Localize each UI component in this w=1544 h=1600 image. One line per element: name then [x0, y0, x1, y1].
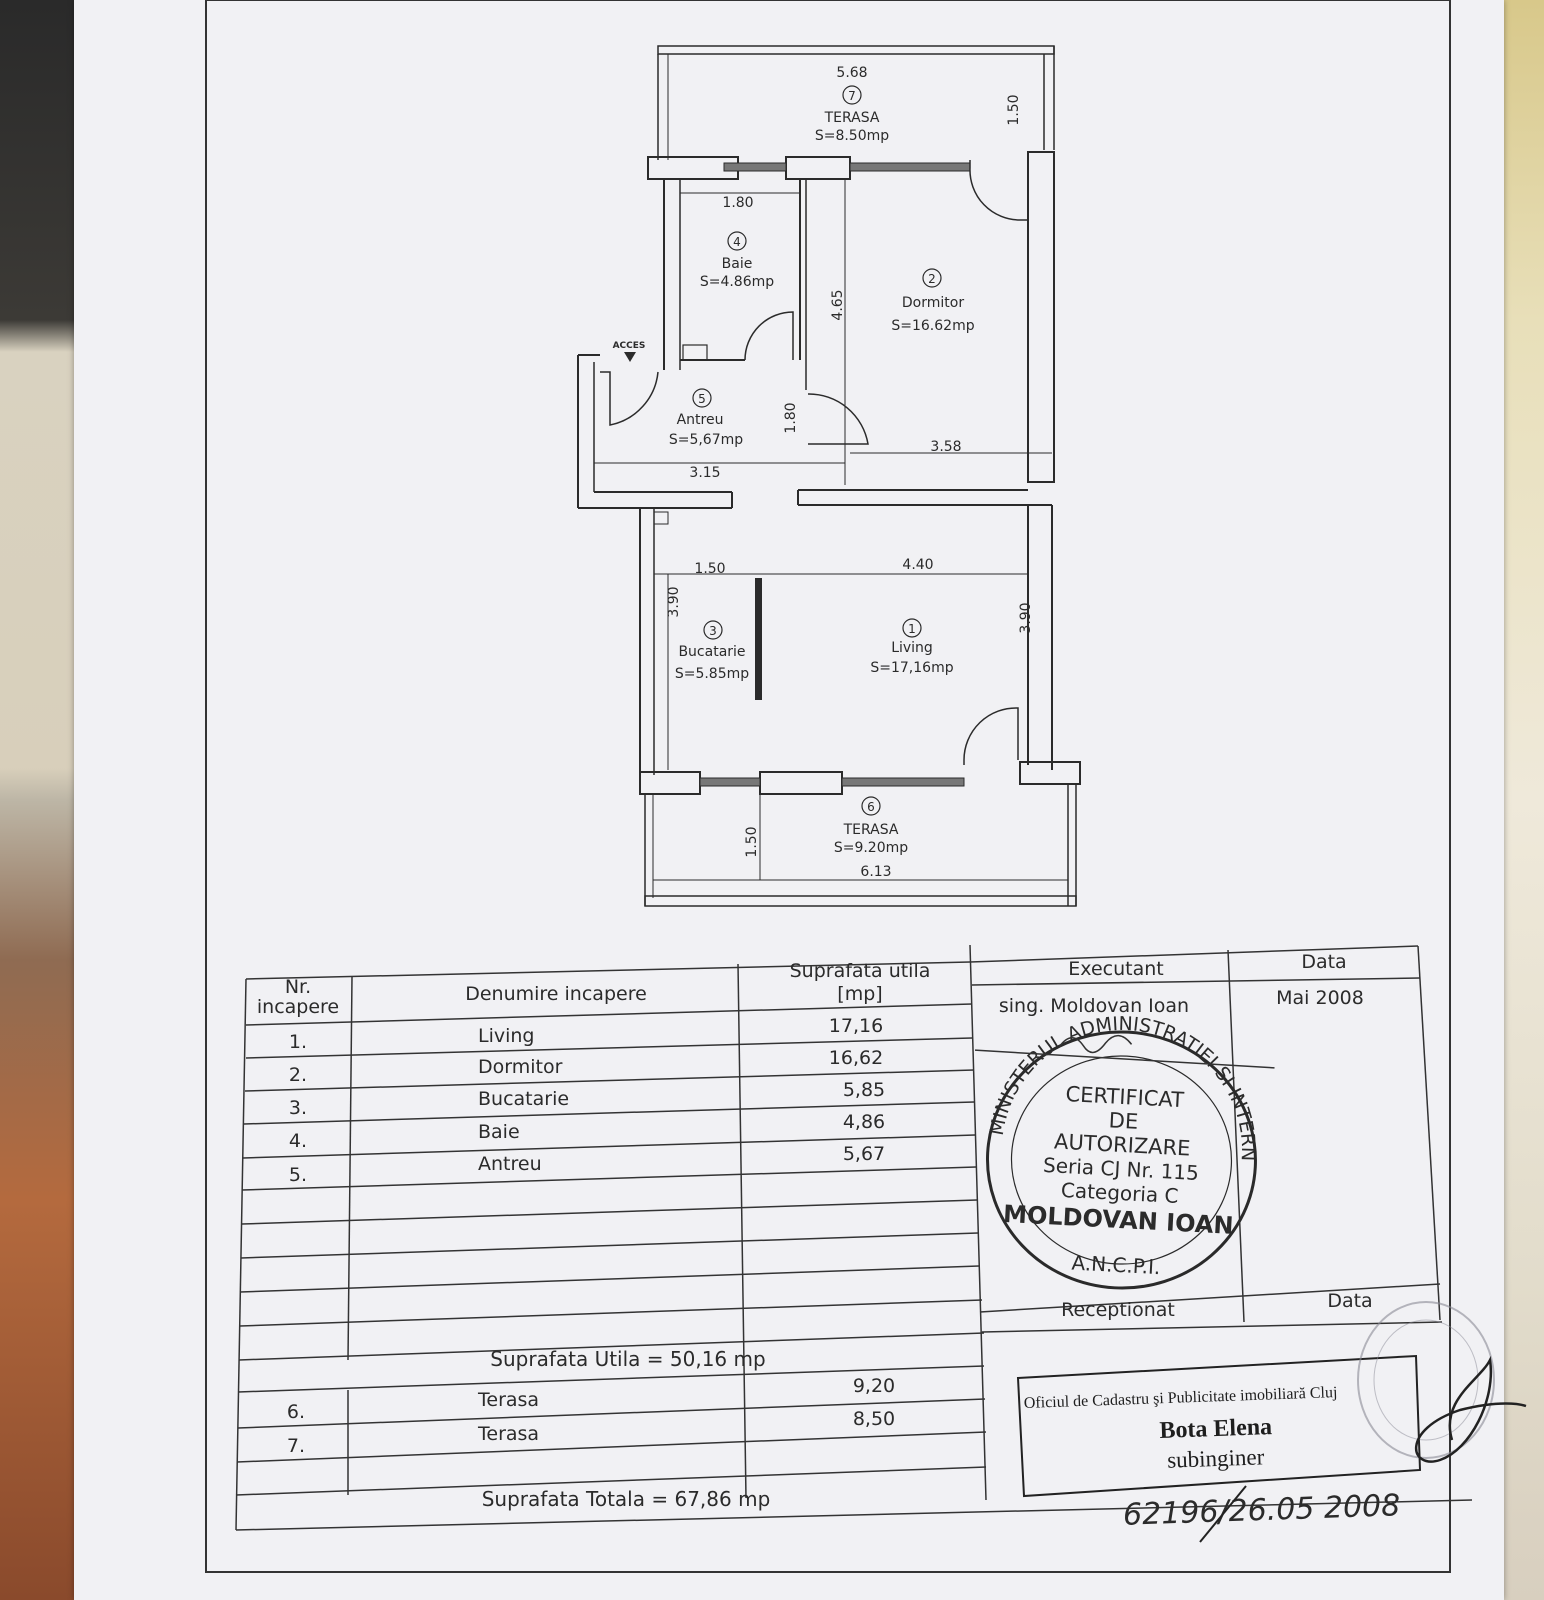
row5-name: Antreu: [478, 1153, 542, 1175]
lower-block-walls: [639, 505, 1081, 795]
document-sheet: [74, 0, 1504, 1600]
received-date-label: Data: [1327, 1290, 1372, 1312]
stamp-line-6: MOLDOVAN IOAN: [1002, 1200, 1234, 1240]
row2-name: Dormitor: [478, 1056, 563, 1078]
hall-walls: [577, 352, 869, 509]
row1-nr: 1.: [289, 1031, 307, 1053]
stamp-ring-text: MINISTERUL ADMINISTRATIEI SI INTERNELOR: [0, 0, 1320, 1162]
bathroom-name: Baie: [722, 256, 753, 272]
wall-right-upper: [1027, 151, 1055, 483]
row3-name: Bucatarie: [478, 1088, 569, 1110]
row4-nr: 4.: [289, 1130, 307, 1152]
living-number: 1: [908, 622, 916, 636]
table-text: Nr. incapere Denumire incapere Suprafata…: [257, 960, 931, 1511]
terrace-top-width: 5.68: [836, 65, 867, 81]
bedroom-depth: 4.65: [830, 289, 846, 320]
executant-block: [969, 945, 1443, 1333]
bedroom-width: 3.58: [930, 439, 961, 455]
living-area: S=17,16mp: [870, 660, 953, 676]
header-area-line2: [mp]: [837, 983, 882, 1005]
hall-area: S=5,67mp: [669, 432, 743, 448]
header-nr-line1: Nr.: [285, 976, 311, 998]
executant-name: sing. Moldovan Ioan: [999, 995, 1189, 1017]
row7-nr: 7.: [287, 1435, 305, 1457]
living-width: 4.40: [902, 557, 933, 573]
header-room-name: Denumire incapere: [465, 983, 647, 1005]
sheet-frame: [205, 0, 1451, 1573]
bathroom-number: 4: [733, 235, 741, 249]
row7-area: 8,50: [853, 1408, 895, 1430]
row2-area: 16,62: [829, 1047, 883, 1069]
executant-date-label: Data: [1301, 951, 1346, 973]
row6-area: 9,20: [853, 1375, 895, 1397]
terrace-top-name: TERASA: [824, 110, 880, 126]
plan-labels: 5.68 7 TERASA S=8.50mp 1.50 1.80 4 Baie …: [613, 65, 1034, 880]
header-nr-line2: incapere: [257, 996, 339, 1018]
bedroom-area: S=16.62mp: [891, 318, 974, 334]
row4-name: Baie: [478, 1121, 520, 1143]
hall-number: 5: [698, 392, 706, 406]
area-table: [235, 944, 1473, 1531]
row1-area: 17,16: [829, 1015, 883, 1037]
terrace-top-depth: 1.50: [1006, 94, 1022, 125]
floor-plan: [577, 45, 1081, 907]
stamp-line-2: DE: [1108, 1108, 1139, 1134]
terrace-top-number: 7: [848, 89, 856, 103]
window-bedroom: [849, 162, 971, 172]
kitchen-area: S=5.85mp: [675, 666, 749, 682]
row6-name: Terasa: [477, 1389, 539, 1411]
window-bath: [723, 162, 787, 172]
row6-nr: 6.: [287, 1401, 305, 1423]
ocpi-office: Oficiul de Cadastru şi Publicitate imobi…: [1024, 1384, 1338, 1412]
hall-depth: 1.80: [783, 402, 799, 433]
terrace-top: [657, 45, 1055, 160]
grand-total: Suprafata Totala = 67,86 mp: [482, 1487, 771, 1511]
access-label: ACCES: [613, 341, 646, 351]
kitchen-name: Bucatarie: [678, 644, 745, 660]
living-name: Living: [891, 640, 933, 656]
stamp-line-1: CERTIFICAT: [1065, 1082, 1185, 1112]
useful-area-total: Suprafata Utila = 50,16 mp: [490, 1347, 765, 1371]
terrace-bottom-area: S=9.20mp: [834, 840, 908, 856]
row1-name: Living: [478, 1025, 535, 1047]
row3-area: 5,85: [843, 1079, 885, 1101]
authorization-stamp: MINISTERUL ADMINISTRATIEI SI INTERNELOR …: [0, 0, 1320, 1290]
row7-name: Terasa: [477, 1423, 539, 1445]
row3-nr: 3.: [289, 1097, 307, 1119]
hall-width: 3.15: [689, 465, 720, 481]
terrace-bottom-name: TERASA: [843, 822, 899, 838]
living-depth: 3.90: [1018, 602, 1034, 633]
hall-name: Antreu: [677, 412, 724, 428]
kitchen-number: 3: [709, 624, 717, 638]
ocpi-name: Bota Elena: [1159, 1414, 1273, 1444]
terrace-bottom-number: 6: [867, 800, 875, 814]
kitchen-width: 1.50: [694, 561, 725, 577]
bedroom-name: Dormitor: [902, 295, 964, 311]
ocpi-title: subinginer: [1167, 1444, 1265, 1472]
terrace-bottom: [644, 784, 1077, 907]
row4-area: 4,86: [843, 1111, 885, 1133]
terrace-bottom-width: 6.13: [860, 864, 891, 880]
bedroom-number: 2: [928, 272, 936, 286]
executant-label: Executant: [1068, 958, 1163, 980]
terrace-bottom-depth: 1.50: [744, 826, 760, 857]
executant-text: Executant Data sing. Moldovan Ioan Mai 2…: [999, 951, 1373, 1321]
row2-nr: 2.: [289, 1064, 307, 1086]
received-label: Receptionat: [1061, 1299, 1175, 1321]
stamp-bottom: A.N.C.P.I.: [1071, 1251, 1161, 1280]
terrace-top-area: S=8.50mp: [815, 128, 889, 144]
row5-nr: 5.: [289, 1164, 307, 1186]
header-area-line1: Suprafata utila: [790, 960, 931, 982]
executant-date: Mai 2008: [1276, 987, 1364, 1009]
bathroom-width: 1.80: [722, 195, 753, 211]
ocpi-reference: 62196/26.05 2008: [1122, 1488, 1400, 1533]
bathroom-area: S=4.86mp: [700, 274, 774, 290]
wall-top-mid: [785, 156, 851, 180]
kitchen-depth: 3.90: [666, 586, 682, 617]
row5-area: 5,67: [843, 1143, 885, 1165]
